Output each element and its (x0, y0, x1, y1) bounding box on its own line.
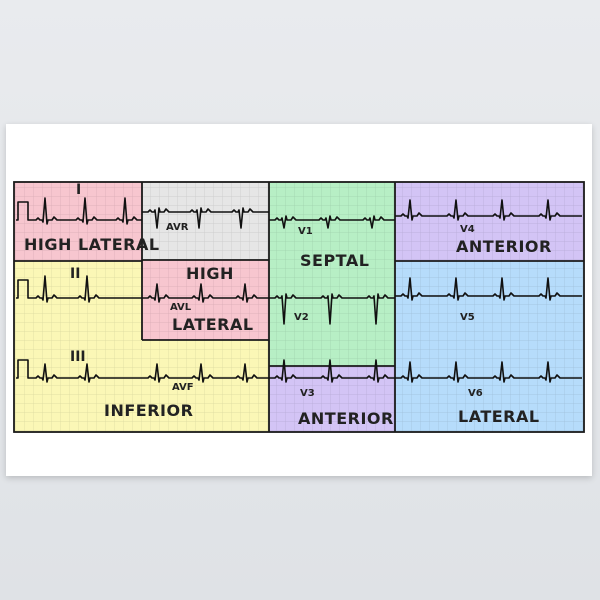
trace-lead-avr (142, 207, 269, 229)
trace-lead-v3 (269, 359, 395, 383)
lead-label-v3: V3 (300, 388, 315, 399)
territory-label-anterior-v3: ANTERIOR (298, 409, 394, 428)
ecg-traces (16, 197, 582, 383)
territory-label-septal: SEPTAL (300, 251, 369, 270)
lead-label-avl: AVL (170, 302, 192, 313)
trace-lead-avf (142, 363, 269, 383)
lead-labels: I II III AVR AVL AVF V1 V2 V3 V4 V5 V6 (70, 182, 483, 399)
trace-lead-v2 (269, 293, 395, 325)
ecg-lead-territory-diagram: I II III AVR AVL AVF V1 V2 V3 V4 V5 V6 H… (13, 181, 585, 433)
territory-labels: HIGH LATERAL SEPTAL ANTERIOR HIGH LATERA… (24, 235, 552, 428)
lead-label-v5: V5 (460, 312, 475, 323)
territory-label-high-avl: HIGH (186, 264, 234, 283)
lead-label-iii: III (70, 349, 86, 365)
territory-label-inferior: INFERIOR (104, 401, 193, 420)
trace-lead-avl (142, 283, 269, 303)
lead-label-v1: V1 (298, 226, 313, 237)
trace-lead-v4 (395, 199, 582, 221)
territory-label-lateral-avl: LATERAL (172, 315, 254, 334)
ecg-poster: I II III AVR AVL AVF V1 V2 V3 V4 V5 V6 H… (6, 124, 592, 476)
trace-lead-v1 (269, 215, 395, 229)
trace-lead-v6 (395, 361, 582, 383)
lead-label-ii: II (70, 266, 80, 282)
lead-label-v6: V6 (468, 388, 483, 399)
trace-lead-i (16, 197, 142, 225)
trace-lead-ii (16, 275, 142, 303)
lead-label-avf: AVF (172, 382, 194, 393)
lead-label-avr: AVR (166, 222, 189, 233)
lead-label-v2: V2 (294, 312, 309, 323)
territory-label-high-lateral: HIGH LATERAL (24, 235, 160, 254)
lead-label-i: I (76, 182, 81, 198)
trace-lead-iii (16, 359, 142, 383)
lead-label-v4: V4 (460, 224, 475, 235)
region-borders (13, 181, 585, 433)
territory-label-lateral: LATERAL (458, 407, 540, 426)
trace-lead-v5 (395, 277, 582, 301)
ecg-grid (14, 182, 584, 432)
territory-label-anterior-v4: ANTERIOR (456, 237, 552, 256)
